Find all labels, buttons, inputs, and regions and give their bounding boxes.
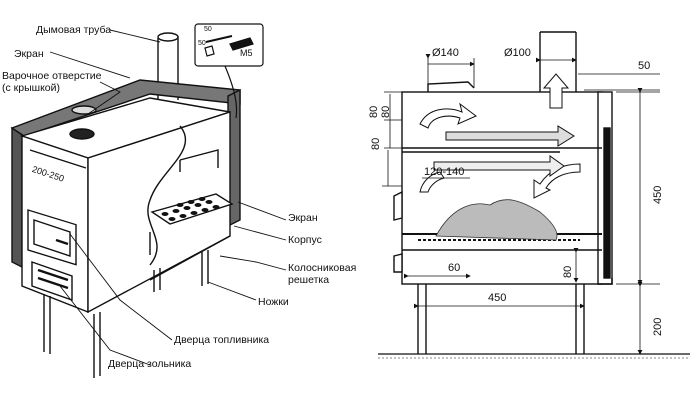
inset-bolt-m5: M5 [240, 48, 253, 58]
cutaway-curve [147, 125, 187, 266]
label-fuel-door: Дверца топливника [174, 334, 270, 346]
dim-left-top-b: 80 [380, 105, 392, 118]
firewood [435, 199, 558, 241]
label-screen-top: Экран [14, 48, 44, 60]
leg-left [417, 284, 427, 354]
label-grate: Колосниковая решетка [288, 262, 357, 287]
dim-left-mid: 80 [370, 137, 382, 150]
inset-dim-left: 50 [198, 40, 206, 47]
label-body: Корпус [288, 234, 322, 246]
cooking-lid [71, 105, 97, 115]
bolt-inset [194, 23, 264, 119]
dim-chimney-diameter: Ø100 [504, 47, 531, 59]
right-dimension-lines [382, 58, 660, 355]
left-stove-isometric [10, 32, 241, 378]
label-chimney: Дымовая труба [36, 24, 112, 36]
dim-leg-height: 200 [652, 317, 664, 336]
leg-back-right [201, 250, 209, 286]
flow-arrows [419, 73, 581, 199]
dim-shelf-gap: 120-140 [424, 166, 465, 178]
grate-holes [161, 197, 220, 221]
label-cooking-hole: Варочное отверстие (с крышкой) [2, 70, 102, 95]
leg-front-right [93, 312, 101, 378]
upper-shelf [402, 147, 602, 153]
dim-hole-diameter: Ø140 [432, 47, 459, 59]
inset-dim-top: 50 [204, 26, 212, 33]
dim-left-top-a: 80 [368, 105, 380, 118]
door-handles [393, 190, 403, 273]
internal-shelf [179, 149, 219, 172]
dim-total-height: 450 [652, 185, 664, 204]
ash-zone [149, 232, 231, 281]
leg-front-left [43, 294, 51, 354]
label-ash-door: Дверца зольника [108, 358, 192, 370]
dim-width: 450 [488, 292, 507, 304]
label-legs: Ножки [258, 296, 289, 308]
cooking-hole [69, 128, 95, 140]
left-leader-lines [49, 29, 287, 366]
leg-back-mid [153, 268, 161, 292]
dim-200-250-line [29, 149, 87, 169]
label-screen-right: Экран [288, 212, 318, 224]
right-stove-section [378, 31, 690, 359]
stove-body [401, 91, 603, 285]
dim-ash-height: 60 [448, 262, 461, 274]
cook-lid [427, 81, 475, 92]
dim-ash-right: 80 [562, 265, 574, 278]
leg-right [575, 284, 585, 354]
dim-offset-right: 50 [638, 60, 651, 72]
